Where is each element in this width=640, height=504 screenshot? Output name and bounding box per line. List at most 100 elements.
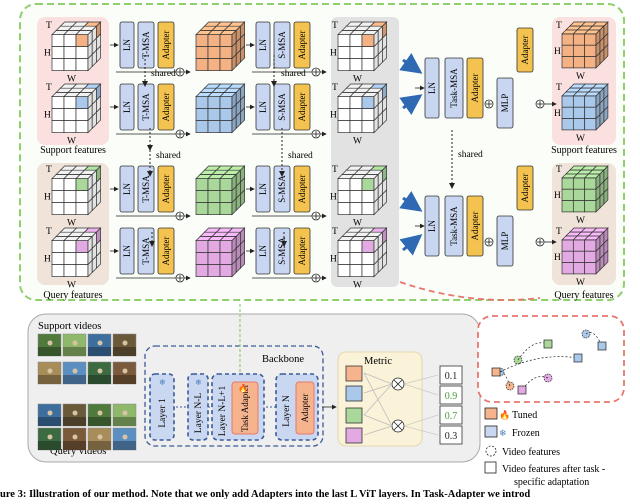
tmsa-support-1-residual	[175, 67, 185, 77]
score-box-1	[439, 365, 463, 385]
legend-video-features: Video features	[502, 447, 560, 458]
tmsa-support-2-msa: T-MSA	[137, 83, 155, 131]
blue-arrow-4	[399, 234, 423, 256]
cube-axis-w: W	[353, 219, 362, 229]
svg-text:S-MSA: S-MSA	[277, 93, 287, 121]
task-query-mlp-adapter: Adapter	[516, 165, 534, 211]
cube-axis-w: W	[576, 278, 585, 288]
score-box-2	[439, 385, 463, 405]
smsa-query-2-msa: S-MSA	[273, 227, 291, 275]
task-query-plus-2	[535, 237, 545, 247]
cube-axis-t: T	[556, 227, 562, 237]
figure-caption: ure 3: Illustration of our method. Note …	[0, 489, 530, 499]
flame-icon: 🔥	[499, 409, 510, 420]
query-features-label-left: Query features	[43, 290, 102, 301]
shared-label-2: shared	[288, 151, 313, 161]
smsa-query-2-adapter: Adapter	[293, 227, 311, 275]
tmsa-support-2-ln: LN	[119, 83, 135, 131]
output-cube-query-2: H W T	[554, 227, 609, 288]
video-thumbnail	[62, 361, 87, 385]
score-value-3: 0.7	[445, 411, 458, 422]
cube-axis-w: W	[576, 134, 585, 144]
video-thumbnail	[87, 403, 112, 427]
blue-arrow-2	[399, 94, 423, 115]
cube-axis-h: H	[330, 49, 337, 59]
task-query-adapter: Adapter	[466, 195, 484, 257]
svg-text:Adapter: Adapter	[470, 212, 480, 241]
task-support-adapter: Adapter	[466, 57, 484, 119]
tmsa-cube-query-1	[195, 165, 246, 216]
svg-text:LN: LN	[258, 183, 268, 195]
cube-axis-h: H	[330, 255, 337, 265]
score-value-1: 0.1	[445, 371, 458, 382]
tmsa-cube-query-2	[195, 227, 246, 278]
smsa-support-1-residual	[311, 67, 321, 77]
svg-text:❄: ❄	[195, 378, 202, 387]
svg-text:LN: LN	[427, 220, 437, 232]
svg-text:Layer N-L+1: Layer N-L+1	[218, 386, 228, 437]
svg-text:LN: LN	[122, 39, 132, 51]
query-features-label-right: Query features	[554, 290, 613, 301]
svg-text:Adapter: Adapter	[297, 175, 307, 204]
cube-axis-t: T	[332, 83, 338, 93]
embedding-point-4	[491, 367, 515, 391]
video-thumbnail	[112, 333, 137, 357]
cube-axis-w: W	[576, 72, 585, 82]
video-features-swatch	[485, 445, 497, 457]
cube-axis-t: T	[46, 83, 52, 93]
tuned-swatch	[484, 407, 498, 420]
svg-text:Adapter: Adapter	[161, 175, 171, 204]
vit-detail-region	[19, 3, 625, 301]
tmsa-query-1-ln: LN	[119, 165, 135, 213]
metric-label: Metric	[364, 356, 392, 367]
task-support-mlp: MLP	[496, 77, 514, 129]
svg-text:LN: LN	[258, 101, 268, 113]
svg-text:Adapter: Adapter	[161, 31, 171, 60]
smsa-support-2-msa: S-MSA	[273, 83, 291, 131]
video-thumbnail	[112, 403, 137, 427]
cube-axis-t: T	[556, 165, 562, 175]
shared-label-1: shared	[156, 151, 181, 161]
smsa-cube-support-1: HWT	[330, 21, 388, 85]
cube-axis-t: T	[556, 21, 562, 31]
task-query-mlp: MLP	[496, 215, 514, 267]
cube-axis-h: H	[330, 111, 337, 121]
svg-text:Adapter: Adapter	[520, 174, 530, 203]
cube-axis-h: H	[554, 109, 561, 119]
metric-support-feature-orange	[345, 365, 363, 382]
input-cube-query-1: HWT	[44, 165, 102, 229]
tmsa-query-1-msa: T-MSA	[137, 165, 155, 213]
embedding-point-1	[513, 339, 553, 365]
video-thumbnail	[62, 333, 87, 357]
tmsa-support-2-residual	[175, 129, 185, 139]
embedding-point-5	[581, 329, 607, 351]
output-cube-support-1: H W T	[554, 21, 609, 82]
cube-axis-w: W	[576, 216, 585, 226]
video-thumbnail	[37, 427, 62, 451]
adapted-features-swatch	[484, 461, 497, 474]
tmsa-query-2-msa: T-MSA	[137, 227, 155, 275]
shared-label-task: shared	[458, 150, 483, 160]
svg-text:T-MSA: T-MSA	[141, 175, 151, 203]
svg-text:S-MSA: S-MSA	[277, 237, 287, 265]
input-cube-query-2: HWT	[44, 227, 102, 291]
svg-text:Adapter: Adapter	[297, 31, 307, 60]
metric-query-feature-pink	[345, 427, 363, 444]
task-support-task-msa: Task-MSA	[444, 57, 464, 119]
cube-axis-t: T	[332, 21, 338, 31]
cube-axis-w: W	[353, 281, 362, 291]
smsa-cube-query-2: H W T	[330, 227, 388, 291]
smsa-query-1-residual	[311, 211, 321, 221]
embedding-space-box	[477, 315, 625, 403]
svg-text:T-MSA: T-MSA	[141, 237, 151, 265]
svg-text:Adapter: Adapter	[161, 237, 171, 266]
smsa-support-2-residual	[311, 129, 321, 139]
cube-axis-h: H	[554, 253, 561, 263]
cube-axis-h: H	[554, 47, 561, 57]
smsa-query-1-ln: LN	[255, 165, 271, 213]
svg-text:Adapter: Adapter	[161, 93, 171, 122]
cube-axis-t: T	[332, 227, 338, 237]
svg-text:Layer N: Layer N	[282, 395, 292, 427]
metric-query-feature-green	[345, 407, 363, 424]
